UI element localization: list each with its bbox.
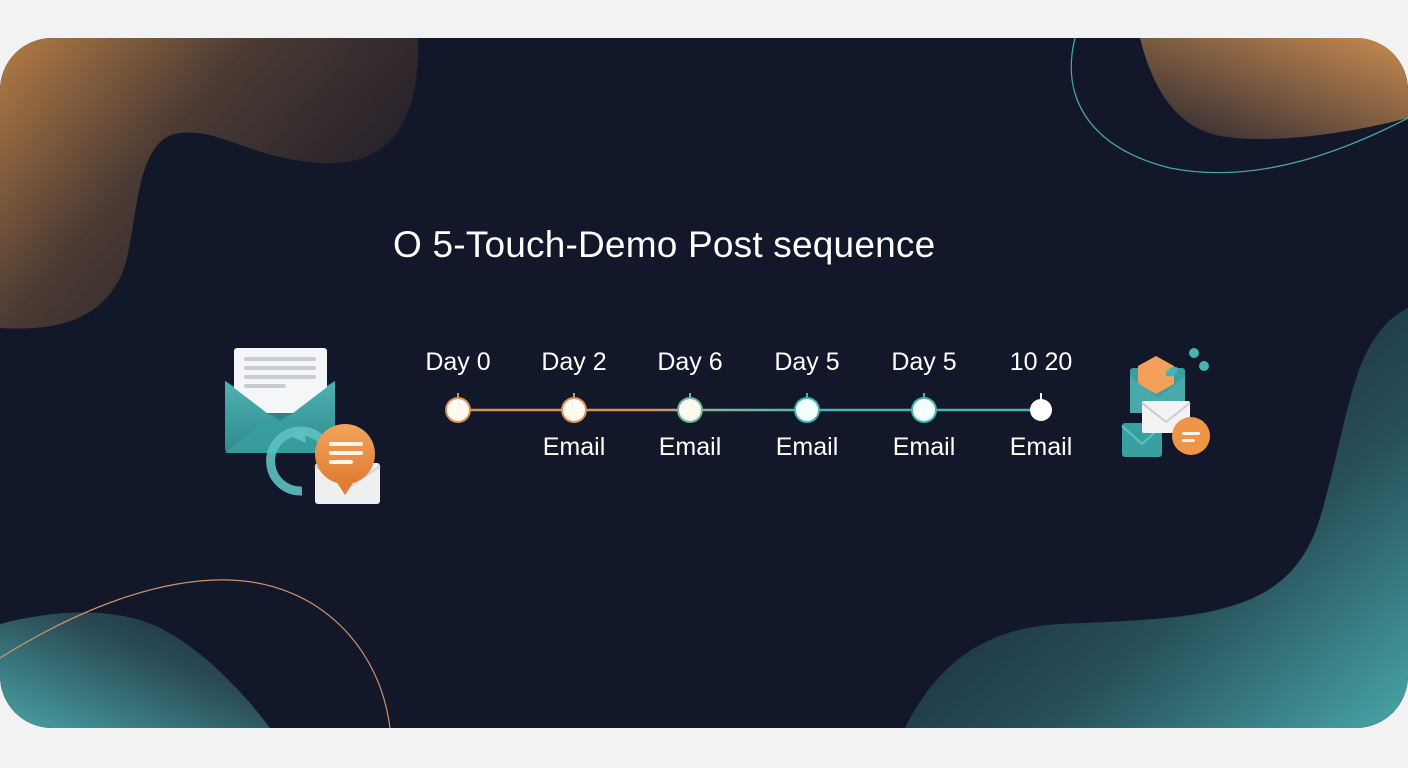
step-node (1030, 399, 1052, 421)
email-stack-icon (1121, 348, 1210, 457)
step-day-label: Day 5 (891, 348, 957, 376)
step-tick (923, 393, 925, 403)
step-channel-label: Email (658, 433, 722, 461)
step-tick (457, 393, 459, 403)
step-tick (689, 393, 691, 403)
step-channel-label: Email (892, 433, 956, 461)
page-title: O 5-Touch-Demo Post sequence (393, 224, 936, 265)
step-node (563, 399, 585, 421)
step-tick (573, 393, 575, 403)
step-day-label: 10 20 (1009, 348, 1073, 376)
step-node (913, 399, 935, 421)
step-tick (806, 393, 808, 403)
background-decoration (0, 38, 1408, 728)
step-day-label: Day 2 (541, 348, 607, 376)
step-node (796, 399, 818, 421)
step-day-label: Day 6 (657, 348, 723, 376)
step-tick (1040, 393, 1042, 403)
step-node (447, 399, 469, 421)
timeline-connector (458, 408, 1041, 412)
step-day-label: Day 5 (774, 348, 840, 376)
step-day-label: Day 0 (425, 348, 491, 376)
email-sequence-refresh-icon (225, 348, 381, 504)
step-channel-label: Email (775, 433, 839, 461)
sequence-timeline: Day 0 Day 2 Email Day 6 Email Day 5 Emai… (0, 38, 1408, 728)
step-channel-label: Email (542, 433, 606, 461)
slide-card: O 5-Touch-Demo Post sequence Day 0 Day 2 (0, 38, 1408, 728)
step-node (679, 399, 701, 421)
step-channel-label: Email (1009, 433, 1073, 461)
